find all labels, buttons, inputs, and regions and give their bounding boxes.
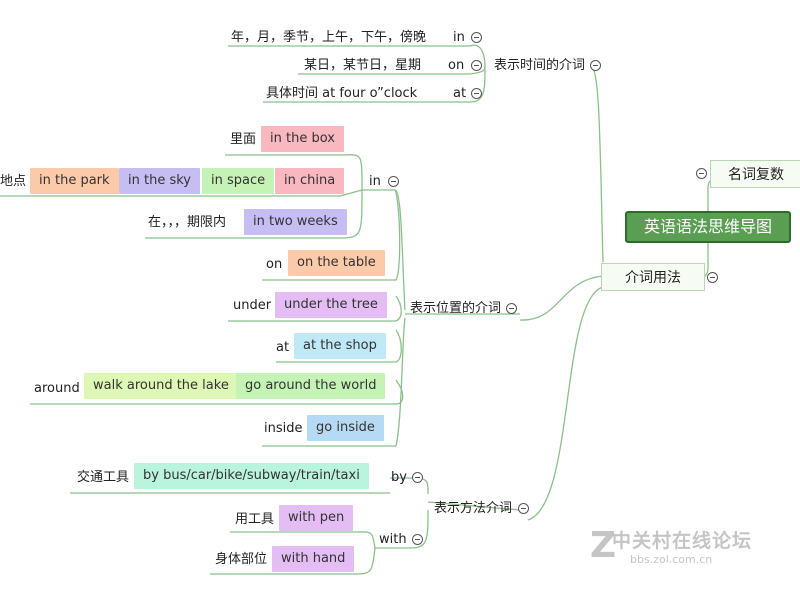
collapse-icon[interactable] (696, 168, 707, 179)
watermark: Z 中关村在线论坛 bbs.zol.com.cn (590, 526, 753, 567)
root-topic[interactable]: 英语语法思维导图 (625, 211, 791, 243)
time-prep-on[interactable]: on (448, 58, 465, 73)
collapse-icon[interactable] (388, 176, 399, 187)
label-on: on (266, 257, 283, 272)
tag-in-the-box[interactable]: in the box (261, 126, 344, 152)
time-desc-1: 年，月，季节，上午，下午，傍晚 (231, 30, 427, 45)
tag-in-two-weeks[interactable]: in two weeks (244, 209, 347, 235)
tag-by-bus[interactable]: by bus/car/bike/subway/train/taxi (134, 463, 369, 489)
collapse-icon[interactable] (506, 303, 517, 314)
tag-in-the-sky[interactable]: in the sky (119, 168, 200, 194)
tag-in-space[interactable]: in space (202, 168, 275, 194)
branch-noun-plural[interactable]: 名词复数 (710, 160, 800, 188)
label-transport: 交通工具 (77, 470, 130, 485)
collapse-icon[interactable] (471, 60, 482, 71)
method-with-node[interactable]: with (379, 532, 407, 547)
label-period: 在，，，期限内 (148, 215, 227, 230)
tag-go-inside[interactable]: go inside (307, 415, 384, 441)
method-by-node[interactable]: by (391, 470, 407, 485)
collapse-icon[interactable] (412, 472, 423, 483)
branch-preposition-usage[interactable]: 介词用法 (601, 263, 705, 291)
time-prep-in[interactable]: in (453, 30, 465, 45)
label-under: under (233, 298, 272, 313)
watermark-text: 中关村在线论坛 (612, 530, 753, 552)
tag-go-around-the-world[interactable]: go around the world (236, 373, 386, 399)
label-inside: 里面 (230, 132, 257, 147)
group-method-title[interactable]: 表示方法介词 (434, 501, 513, 516)
collapse-icon[interactable] (518, 503, 529, 514)
collapse-icon[interactable] (471, 88, 482, 99)
tag-at-the-shop[interactable]: at the shop (294, 333, 386, 359)
tag-under-the-tree[interactable]: under the tree (275, 292, 387, 318)
label-tool: 用工具 (235, 512, 275, 527)
time-prep-at[interactable]: at (453, 86, 467, 101)
label-body-part: 身体部位 (215, 552, 268, 567)
group-place-title[interactable]: 表示位置的介词 (410, 301, 502, 316)
collapse-icon[interactable] (412, 534, 423, 545)
tag-walk-around-the-lake[interactable]: walk around the lake (84, 373, 238, 399)
label-inside-word: inside (264, 421, 303, 436)
collapse-icon[interactable] (707, 272, 718, 283)
label-place: 地点 (0, 174, 27, 189)
tag-in-china[interactable]: in china (275, 168, 345, 194)
time-desc-3: 具体时间 at four o”clock (266, 86, 418, 101)
watermark-logo-icon: Z (590, 525, 617, 566)
label-at: at (276, 340, 290, 355)
collapse-icon[interactable] (471, 32, 482, 43)
tag-in-the-park[interactable]: in the park (30, 168, 119, 194)
tag-with-pen[interactable]: with pen (279, 505, 354, 531)
tag-on-the-table[interactable]: on the table (288, 250, 385, 276)
place-in-node[interactable]: in (369, 174, 381, 189)
group-time-title[interactable]: 表示时间的介词 (494, 58, 586, 73)
time-desc-2: 某日，某节日，星期 (304, 58, 422, 73)
tag-with-hand[interactable]: with hand (272, 546, 355, 572)
collapse-icon[interactable] (590, 60, 601, 71)
watermark-url: bbs.zol.com.cn (630, 553, 713, 566)
label-around: around (34, 381, 80, 396)
